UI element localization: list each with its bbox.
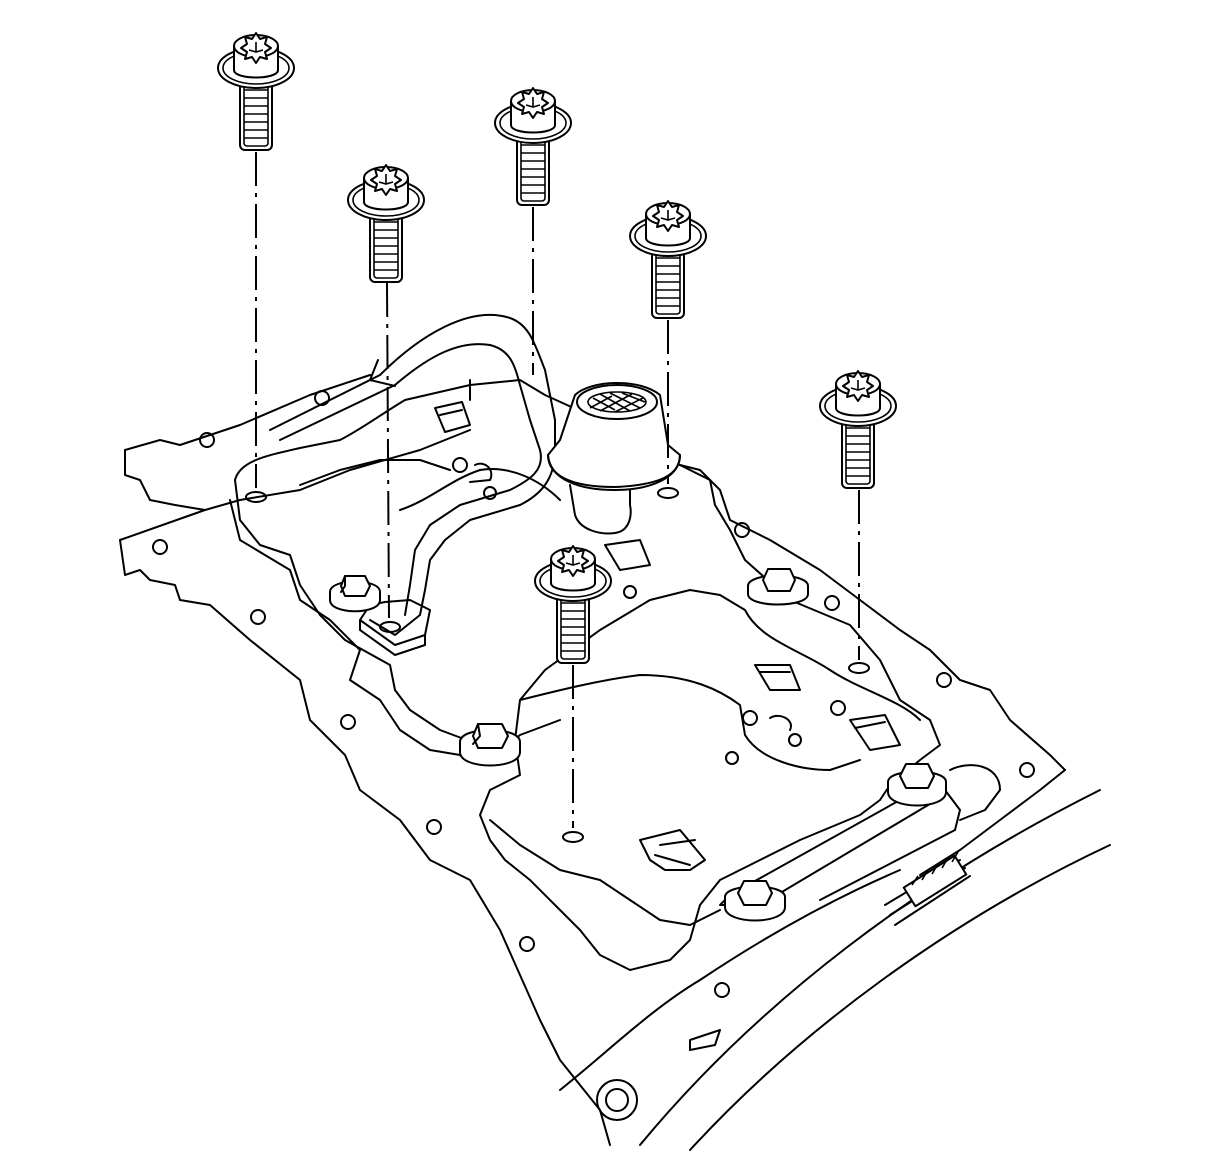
torx-bolt-4 bbox=[629, 200, 707, 319]
torx-bolt-5 bbox=[819, 370, 897, 489]
engine-block-underside bbox=[119, 374, 1111, 1151]
bolt-hole-markers bbox=[245, 487, 870, 843]
torx-bolt-3 bbox=[494, 87, 572, 206]
installed-nut-5 bbox=[724, 880, 786, 922]
installation-centerlines bbox=[255, 152, 860, 828]
pickup-screen bbox=[547, 382, 681, 535]
oil-pump-pickup-tube bbox=[269, 313, 556, 656]
installed-nut-3 bbox=[747, 568, 809, 606]
installed-nut-4 bbox=[887, 763, 947, 807]
torx-bolt-1 bbox=[217, 32, 295, 151]
baffle-plate bbox=[234, 379, 1001, 971]
installed-nut-2 bbox=[459, 723, 521, 767]
torx-bolt-6 bbox=[534, 545, 612, 664]
torx-bolt-2 bbox=[347, 164, 425, 283]
installed-nut-1 bbox=[329, 575, 381, 613]
